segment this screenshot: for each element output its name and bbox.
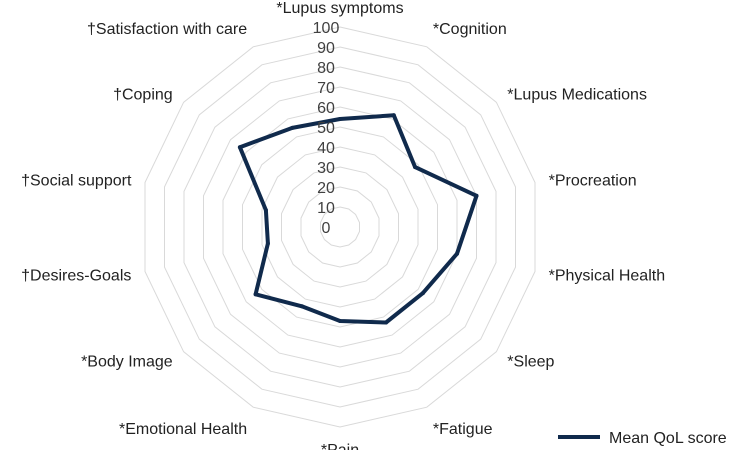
tick-label: 80: [317, 60, 335, 77]
category-label: †Coping: [113, 87, 173, 104]
category-label: *Cognition: [433, 21, 507, 38]
data-point: [237, 145, 242, 150]
category-label: †Social support: [21, 172, 132, 189]
category-label: *Emotional Health: [119, 421, 247, 438]
category-label: *Procreation: [549, 172, 637, 189]
data-point: [420, 291, 425, 296]
category-label: *Lupus symptoms: [276, 0, 403, 17]
data-point: [263, 208, 268, 213]
grid-ring: [164, 46, 516, 408]
data-point: [299, 304, 304, 309]
tick-label: 60: [317, 100, 335, 117]
legend: Mean QoL score: [558, 430, 727, 447]
data-point: [290, 125, 295, 130]
series-layer: [237, 113, 479, 325]
grid-ring: [144, 26, 536, 428]
grid-ring: [222, 106, 458, 348]
category-label: *Physical Health: [549, 268, 666, 285]
legend-label: Mean QoL score: [609, 430, 727, 447]
tick-label: 70: [317, 80, 335, 97]
data-point: [474, 193, 479, 198]
data-point: [391, 113, 396, 118]
grid-layer: [144, 26, 536, 428]
data-point: [384, 320, 388, 325]
data-point: [338, 117, 342, 121]
grid-ring: [320, 206, 360, 248]
grid-ring: [281, 166, 399, 288]
data-point: [455, 251, 459, 256]
category-label: *Fatigue: [433, 421, 493, 438]
category-label: *Pain: [321, 442, 359, 450]
tick-label: 0: [322, 220, 331, 237]
grid-ring: [203, 86, 477, 368]
category-label: †Satisfaction with care: [87, 21, 247, 38]
tick-label: 50: [317, 120, 335, 137]
data-point: [338, 319, 342, 323]
grid-ring: [183, 66, 497, 388]
grid-ring: [300, 186, 380, 268]
tick-label: 30: [317, 160, 335, 177]
tick-label: 40: [317, 140, 335, 157]
category-label: *Sleep: [507, 353, 554, 370]
category-label: *Body Image: [81, 353, 173, 370]
category-label-layer: *Lupus symptoms *Cognition *Lupus Medicati…: [21, 0, 665, 450]
tick-layer: 0 10 20 30 40 50 60 70 80 90 100: [313, 20, 340, 237]
data-point: [265, 241, 270, 246]
grid-ring: [261, 146, 419, 308]
tick-label: 90: [317, 40, 335, 57]
category-label: *Lupus Medications: [507, 87, 647, 104]
tick-label: 100: [313, 20, 340, 37]
tick-label: 20: [317, 180, 335, 197]
tick-label: 10: [317, 200, 335, 217]
category-label: †Desires-Goals: [21, 268, 131, 285]
grid-ring: [242, 126, 438, 328]
data-point: [413, 165, 418, 170]
data-point: [253, 292, 258, 297]
